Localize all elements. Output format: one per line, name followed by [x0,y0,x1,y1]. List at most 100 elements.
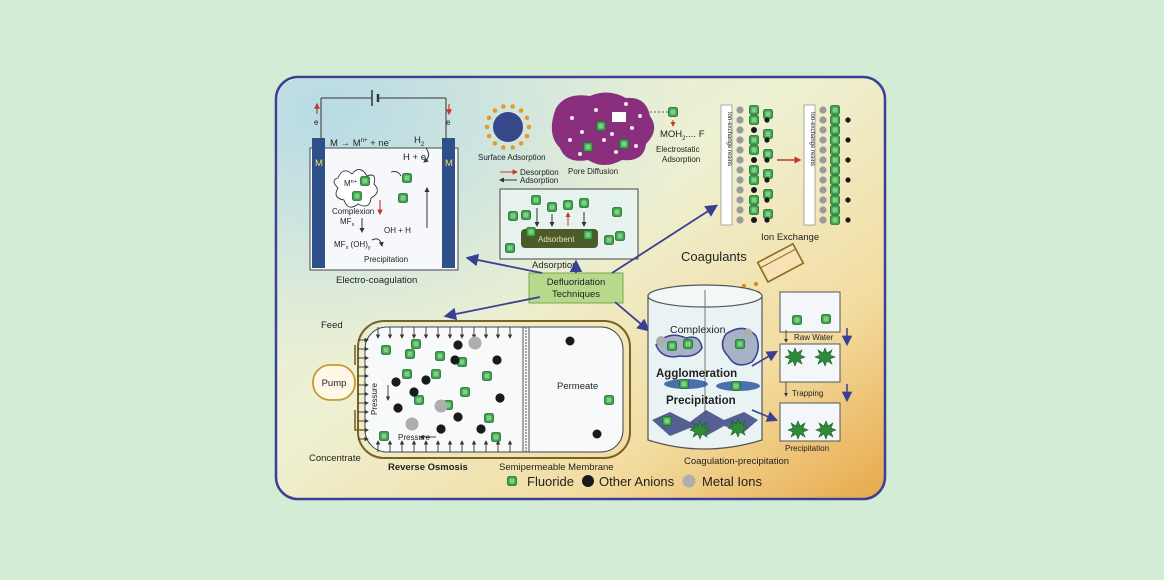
anion [845,157,851,163]
legend-metal-label: Metal Ions [702,474,762,489]
arrow-to-coagulation [614,301,650,332]
resin-site [736,146,744,154]
raw-water-beaker [779,291,841,333]
fluoride-ion [830,145,840,155]
coagulants-label: Coagulants [681,249,747,264]
pump-label: Pump [322,378,347,389]
fluoride-ion [405,349,415,359]
anion [845,137,851,143]
feed-label: Feed [321,320,343,331]
fluoride-ion [435,351,445,361]
resin-site [819,186,827,194]
pressure-horizontal: Pressure [398,433,431,442]
resin-bar-right [803,104,816,226]
resin-site [819,206,827,214]
complexion-label: Complexion [332,207,374,216]
fluoride-ion [830,175,840,185]
raw-water-label: Raw Water [794,333,834,342]
fluoride-ion [830,185,840,195]
resin-site [736,156,744,164]
coagulation-panel: Coagulants Complexion Agglomeration Prec… [647,242,853,467]
fluoride-ion [491,432,501,442]
fluoride-ion [830,205,840,215]
fluoride-ion [830,165,840,175]
fluoride-ion [830,195,840,205]
surface-adsorption-label: Surface Adsorption [478,153,546,162]
adsorption-caption: Adsorption [532,260,577,271]
pore-opening [612,112,626,122]
adsorbed-ion [501,145,506,150]
adsorbed-ion [501,104,506,109]
resin-bar-left [720,104,733,226]
resin-site [819,166,827,174]
ion-exchange-caption: Ion Exchange [761,232,819,243]
fluoride-ion [749,205,759,215]
center-line2: Techniques [552,289,600,300]
membrane-label: Semipermeable Membrane [499,462,614,473]
resin-site [736,126,744,134]
adsorbed-ion [484,124,490,130]
fluoride-ion [381,345,391,355]
pore [568,138,572,142]
coag-agglomeration-label: Agglomeration [656,368,737,380]
resin-site [819,126,827,134]
metal-ion-label: Mn+ [344,179,357,188]
resin-label-right: Ion-exchange resins [809,112,815,166]
fluoride-ion [411,339,421,349]
desorption-label: Desorption [520,168,559,177]
resin-site [819,136,827,144]
electrode-right [442,138,455,268]
anion [421,375,431,385]
coag-precipitation-label: Precipitation [666,395,736,407]
resin-site [819,116,827,124]
resin-site [736,136,744,144]
resin-site [819,196,827,204]
fluoride-ion [830,105,840,115]
arrow-to-electro [465,253,543,274]
anion [492,355,502,365]
anion [764,117,770,123]
electrode-left [312,138,325,268]
adsorption-tank [499,188,639,260]
resin-site [736,216,744,224]
legend-fluoride-label: Fluoride [527,474,574,489]
anion [845,197,851,203]
fluoride-ion [379,431,389,441]
pump [312,364,356,401]
hplus-label: H + e [403,152,426,163]
ro-vessel [364,326,624,453]
concentrate-label: Concentrate [309,453,361,464]
pore [638,114,642,118]
fluoride-ion [830,155,840,165]
adsorbed-ion [510,145,515,150]
fluoride-ion [460,387,470,397]
adsorbed-ion [526,124,532,130]
coag-caption: Coagulation-precipitation [684,456,789,467]
connector-arrows [443,204,719,332]
adsorbed-ion [510,104,515,109]
adsorbed-ion [518,141,524,146]
coagulant-grain [753,281,759,287]
anion [764,137,770,143]
legend-anion-swatch [582,475,594,487]
pore [570,116,574,120]
resin-site [736,186,744,194]
e-left-label: e [314,118,319,127]
center-box: Defluoridation Techniques [528,272,624,304]
anion [453,412,463,422]
resin-site [819,156,827,164]
adsorbed-ion [486,133,492,139]
e-right-label: e [446,118,451,127]
moh-label: MOH2.... F [660,129,705,142]
arrow-to-reverse-osmosis [443,296,541,321]
pore [580,130,584,134]
adsorbed-ion [524,115,530,121]
legend-fluoride-swatch [507,476,517,486]
legend-anion-label: Other Anions [599,474,675,489]
resin-site [819,106,827,114]
fluoride-ion [731,381,741,391]
surface-adsorbent [493,112,523,142]
anion [764,177,770,183]
anion [495,393,505,403]
fluoride-ion [763,209,773,219]
